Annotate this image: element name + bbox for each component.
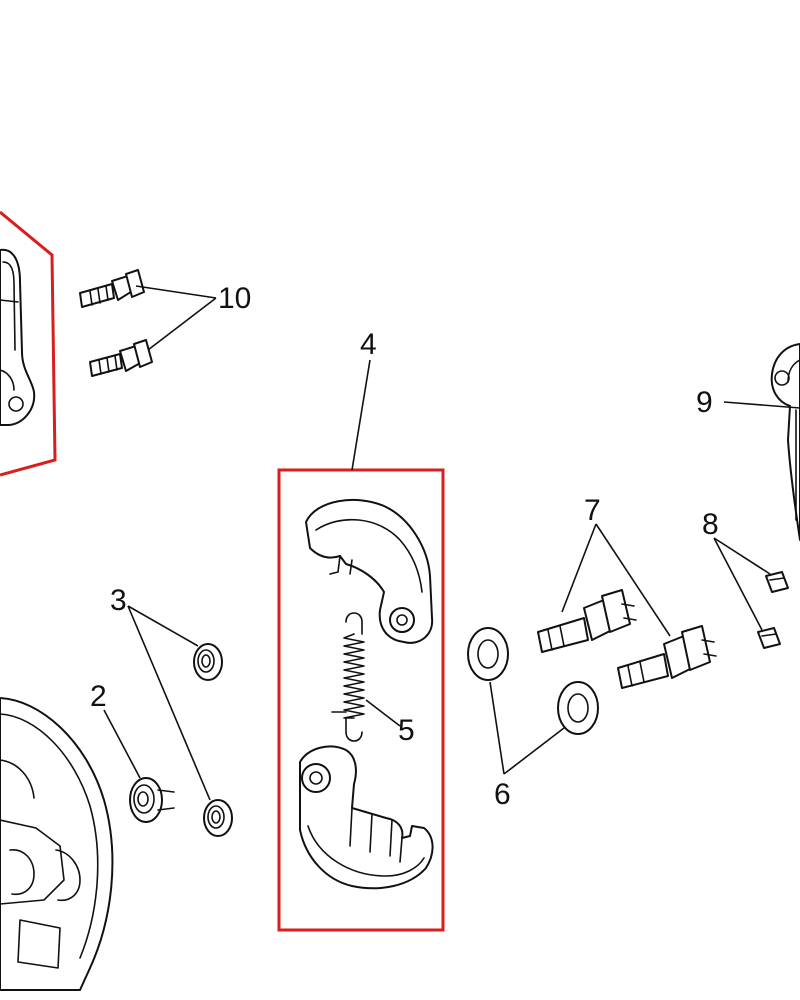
callout-labels: 10 4 9 7 8 3 2 5 6: [90, 282, 719, 811]
leader-lines: [103, 285, 800, 801]
callout-9: 9: [696, 386, 713, 419]
washer-6-lower: [557, 681, 599, 735]
screw-8-lower: [757, 627, 781, 649]
clutch-drum: [0, 697, 114, 991]
shoulder-bolt-7-lower: [617, 625, 717, 689]
clutch-shoe-lower: [299, 745, 434, 890]
callout-5: 5: [398, 714, 415, 747]
leader-7: [561, 523, 671, 637]
highlight-group-left: [0, 210, 57, 477]
leader-3: [127, 605, 211, 801]
callout-6: 6: [494, 778, 511, 811]
bolt-10-upper: [79, 269, 145, 308]
nut-3-lower: [203, 799, 233, 837]
leader-8: [713, 537, 771, 631]
highlight-box-clutch-shoes: [277, 468, 445, 932]
callout-8: 8: [702, 508, 719, 541]
leader-10: [135, 285, 217, 351]
highlight-box-left: [0, 210, 57, 477]
nut-3-upper: [193, 643, 223, 681]
clutch-spring: [331, 612, 365, 742]
bolt-10-lower: [89, 339, 153, 377]
callout-4: 4: [360, 328, 377, 361]
bushing-2: [129, 777, 175, 823]
leader-2: [103, 709, 141, 779]
leader-5: [365, 699, 401, 727]
shoulder-bolt-7-upper: [537, 589, 637, 653]
screw-8-upper: [765, 571, 789, 593]
cover-9: [770, 343, 800, 541]
washer-6-upper: [467, 627, 509, 681]
callout-3: 3: [110, 584, 127, 617]
callout-2: 2: [90, 680, 107, 713]
leader-6: [489, 681, 565, 775]
clutch-shoe-upper: [305, 499, 434, 644]
callout-7: 7: [584, 494, 601, 527]
bracket-part-left: [0, 248, 36, 426]
callout-10: 10: [218, 282, 251, 315]
leader-4: [351, 359, 371, 471]
leader-9: [723, 401, 800, 409]
